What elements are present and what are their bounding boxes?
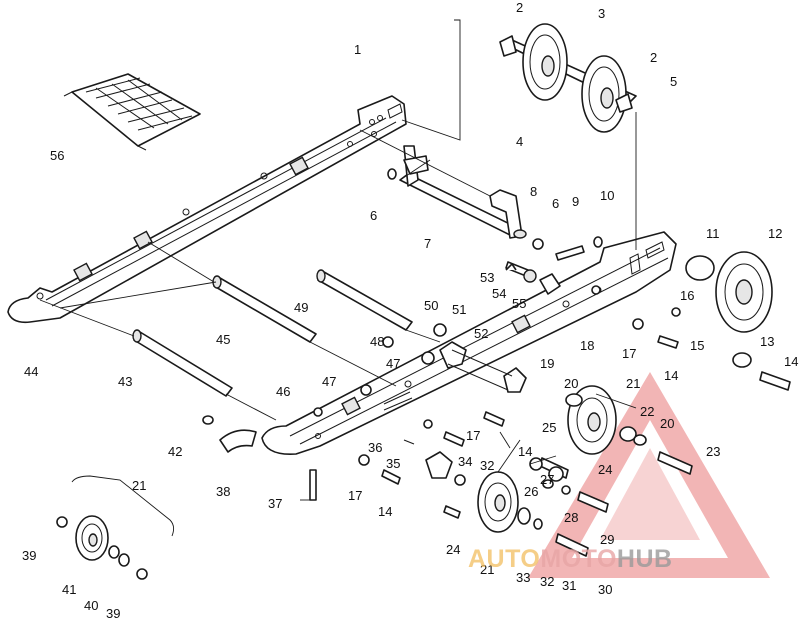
callout-17-left: 17 [348, 488, 362, 503]
callout-54: 54 [492, 286, 506, 301]
callout-25: 25 [542, 420, 556, 435]
pivot-arm-19 [425, 341, 527, 479]
callout-52: 52 [474, 326, 488, 341]
callout-40: 40 [84, 598, 98, 613]
callout-3: 3 [598, 6, 605, 21]
leader-lines [39, 19, 637, 501]
callout-32-right: 32 [540, 574, 554, 589]
callout-36: 36 [368, 440, 382, 455]
callout-15: 15 [690, 338, 704, 353]
callout-51: 51 [452, 302, 466, 317]
callout-47-bottom: 47 [322, 374, 336, 389]
cross-shaft-49 [316, 269, 413, 331]
callout-1: 1 [354, 42, 361, 57]
callout-24-right: 24 [598, 462, 612, 477]
callout-14-left: 14 [378, 504, 392, 519]
callout-39-bottom: 39 [106, 606, 120, 620]
callout-4: 4 [516, 134, 523, 149]
callout-45: 45 [216, 332, 230, 347]
callout-30: 30 [598, 582, 612, 597]
callout-29: 29 [600, 532, 614, 547]
cross-shaft-43 [132, 329, 233, 397]
idler-wheel-12 [685, 251, 791, 391]
callout-17-center: 17 [466, 428, 480, 443]
svg-text:AUTOMOTOHUB: AUTOMOTOHUB [468, 545, 673, 573]
skid-plate-56 [63, 73, 201, 151]
callout-43: 43 [118, 374, 132, 389]
callout-48: 48 [370, 334, 384, 349]
callout-33: 33 [516, 570, 530, 585]
callout-14-right: 14 [664, 368, 678, 383]
callout-28: 28 [564, 510, 578, 525]
callout-32-left: 32 [480, 458, 494, 473]
callout-20-top: 20 [564, 376, 578, 391]
wheel-set-3 [499, 23, 637, 133]
callout-12: 12 [768, 226, 782, 241]
hardware-misc [202, 168, 681, 519]
callout-19: 19 [540, 356, 554, 371]
callout-31: 31 [562, 578, 576, 593]
watermark-moto: MOTO [540, 545, 617, 573]
watermark-hub: HUB [617, 545, 673, 573]
callout-8: 8 [530, 184, 537, 199]
callout-53: 53 [480, 270, 494, 285]
callout-10: 10 [600, 188, 614, 203]
callout-47-top: 47 [386, 356, 400, 371]
wheel-21-front [477, 471, 589, 557]
right-rail-16 [261, 231, 677, 455]
callout-55: 55 [512, 296, 526, 311]
callout-34: 34 [458, 454, 472, 469]
callout-11: 11 [706, 226, 720, 241]
callout-numbers: 1 2 2 3 4 5 6 6 7 8 9 10 11 12 13 14 14 … [22, 0, 798, 620]
callout-16: 16 [680, 288, 694, 303]
watermark-wordmark: AUTOMOTOHUB [468, 545, 673, 573]
callout-20-mid: 20 [660, 416, 674, 431]
callout-5: 5 [670, 74, 677, 89]
callout-6-right: 6 [552, 196, 559, 211]
callout-44: 44 [24, 364, 38, 379]
callout-49: 49 [294, 300, 308, 315]
callout-26: 26 [524, 484, 538, 499]
callout-14-center: 14 [518, 444, 532, 459]
callout-21-bottom: 21 [480, 562, 494, 577]
callout-27: 27 [540, 472, 554, 487]
callout-7: 7 [424, 236, 431, 251]
callout-56: 56 [50, 148, 64, 163]
watermark-logo [528, 372, 770, 578]
callout-2-right: 2 [650, 50, 657, 65]
cross-shaft-45 [212, 275, 317, 343]
callout-35: 35 [386, 456, 400, 471]
callout-21-inset: 21 [132, 478, 146, 493]
inset-kit-21 [56, 475, 175, 580]
callout-41: 41 [62, 582, 76, 597]
callout-17-right: 17 [622, 346, 636, 361]
callout-46: 46 [276, 384, 290, 399]
callout-42: 42 [168, 444, 182, 459]
callout-21-top: 21 [626, 376, 640, 391]
callout-23: 23 [706, 444, 720, 459]
callout-39-top: 39 [22, 548, 36, 563]
callout-50: 50 [424, 298, 438, 313]
callout-22: 22 [640, 404, 654, 419]
callout-37: 37 [268, 496, 282, 511]
left-rail-44 [7, 95, 407, 324]
callout-6-left: 6 [370, 208, 377, 223]
watermark-auto: AUTO [468, 545, 540, 573]
callout-13: 13 [760, 334, 774, 349]
wheel-21-rear [565, 385, 693, 475]
callout-24-left: 24 [446, 542, 460, 557]
callout-9: 9 [572, 194, 579, 209]
hardware-24-29 [529, 457, 609, 513]
callout-18: 18 [580, 338, 594, 353]
callout-38: 38 [216, 484, 230, 499]
callout-14-farright: 14 [784, 354, 798, 369]
callout-2-top: 2 [516, 0, 523, 15]
